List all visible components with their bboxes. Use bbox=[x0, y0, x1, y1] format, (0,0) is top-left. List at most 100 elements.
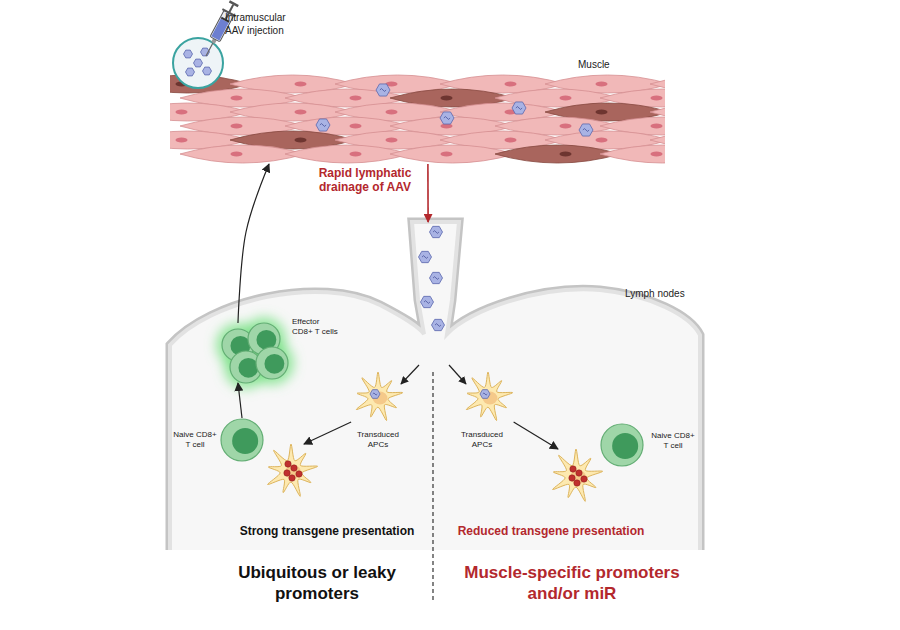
flow-arrow bbox=[304, 422, 351, 444]
t-cell bbox=[221, 419, 263, 461]
t-cell-membrane bbox=[601, 424, 643, 466]
node-shape bbox=[600, 423, 644, 467]
muscle-fibers bbox=[170, 75, 665, 163]
fiber-nucleus bbox=[505, 138, 517, 143]
aav-particle bbox=[316, 119, 330, 131]
node-label: Strong transgene presentation bbox=[217, 524, 437, 538]
aav-genome bbox=[373, 393, 378, 395]
aav-genome bbox=[444, 117, 450, 120]
antigen-dot bbox=[284, 470, 290, 476]
antigen-dot bbox=[569, 475, 575, 481]
node-shape bbox=[346, 372, 410, 422]
caption-label: Intramuscular AAV injection bbox=[225, 12, 291, 37]
caption-label: Muscle-specific promoters and/or miR bbox=[452, 562, 692, 605]
aav-particle bbox=[184, 50, 193, 58]
presenting-apc: Reduced transgene presentation bbox=[540, 449, 612, 503]
antigen-dot bbox=[576, 470, 582, 476]
flow-arrow bbox=[238, 164, 269, 323]
aav-particle bbox=[421, 296, 434, 307]
fiber-nucleus bbox=[295, 82, 307, 87]
flow-arrow bbox=[514, 422, 558, 449]
antigen-dot bbox=[289, 475, 295, 481]
aav-particle bbox=[432, 319, 445, 330]
fiber-nucleus bbox=[176, 138, 188, 143]
aav-genome bbox=[583, 129, 589, 132]
muscle-fiber bbox=[600, 145, 665, 163]
node-shape bbox=[218, 323, 292, 383]
aav-particle bbox=[419, 251, 432, 262]
fiber-nucleus bbox=[176, 110, 188, 115]
flow-arrow bbox=[427, 164, 429, 222]
fiber-nucleus bbox=[560, 124, 572, 129]
antigen-dot bbox=[296, 471, 302, 477]
dendritic-cell bbox=[553, 449, 603, 501]
fiber-nucleus bbox=[651, 96, 663, 101]
antigen-dot bbox=[285, 461, 291, 467]
lymph-fill bbox=[170, 222, 700, 550]
aav-particle bbox=[430, 272, 443, 283]
flow-arrow bbox=[238, 383, 242, 418]
naive-t-cell: Naive CD8+ T cell bbox=[600, 423, 644, 467]
fiber-nucleus bbox=[441, 96, 453, 101]
aav-genome bbox=[422, 256, 428, 259]
node-shape bbox=[456, 372, 520, 422]
dendritic-cell bbox=[356, 372, 402, 420]
fiber-nucleus bbox=[295, 110, 307, 115]
aav-genome bbox=[433, 277, 439, 280]
t-cell-nucleus bbox=[264, 354, 284, 374]
t-cell bbox=[601, 424, 643, 466]
aav-particle bbox=[194, 59, 203, 67]
lymph-node: Lymph nodesEffector CD8+ T cellsTransduc… bbox=[170, 222, 700, 550]
aav-particle bbox=[201, 48, 210, 56]
antigen-dot bbox=[574, 480, 580, 486]
aav-genome bbox=[483, 393, 488, 395]
aav-genome bbox=[380, 89, 386, 92]
fiber-nucleus bbox=[651, 152, 663, 157]
t-cell-nucleus bbox=[232, 428, 258, 454]
aav-particle bbox=[579, 124, 593, 136]
fiber-nucleus bbox=[386, 138, 398, 143]
t-cell-membrane bbox=[256, 347, 288, 379]
aav-particle bbox=[370, 390, 380, 399]
activation-glow bbox=[216, 317, 294, 389]
fiber-nucleus bbox=[350, 96, 362, 101]
aav-particle bbox=[480, 390, 490, 399]
edge-label: Rapid lymphatic drainage of AAV bbox=[312, 166, 418, 195]
apc-membrane bbox=[268, 444, 318, 496]
node-shape bbox=[255, 444, 327, 498]
fiber-nucleus bbox=[231, 152, 243, 157]
node-label: Effector CD8+ T cells bbox=[292, 317, 339, 336]
fiber-nucleus bbox=[596, 82, 608, 87]
fiber-nucleus bbox=[596, 138, 608, 143]
fiber-nucleus bbox=[350, 152, 362, 157]
antigen-dot bbox=[570, 466, 576, 472]
aav-particle bbox=[430, 226, 443, 237]
aav-particle bbox=[203, 67, 212, 75]
fiber-nucleus bbox=[386, 110, 398, 115]
aav-genome bbox=[424, 301, 430, 304]
aav-genome bbox=[516, 107, 522, 110]
node-shape bbox=[170, 72, 665, 164]
transduced-apc: Transduced APCs bbox=[456, 372, 520, 422]
fiber-nucleus bbox=[560, 96, 572, 101]
node-label: Transduced APCs bbox=[353, 430, 403, 449]
fiber-nucleus bbox=[295, 138, 307, 143]
fiber-nucleus bbox=[441, 152, 453, 157]
transduced-apc: Transduced APCs bbox=[346, 372, 410, 422]
effector-t-cells: Effector CD8+ T cells bbox=[218, 323, 292, 383]
t-cell-cluster bbox=[222, 323, 288, 383]
aav-genome bbox=[320, 124, 326, 127]
dendritic-cell bbox=[268, 444, 318, 496]
naive-t-cell: Naive CD8+ T cell bbox=[220, 418, 264, 462]
fiber-nucleus bbox=[560, 152, 572, 157]
apc-membrane bbox=[553, 449, 603, 501]
fiber-nucleus bbox=[350, 124, 362, 129]
presenting-apc: Strong transgene presentation bbox=[255, 444, 327, 498]
fiber-nucleus bbox=[231, 96, 243, 101]
lymph-outline bbox=[170, 222, 700, 550]
muscle-tissue: Muscle bbox=[170, 72, 665, 164]
aav-genome bbox=[433, 231, 439, 234]
t-cell-membrane bbox=[221, 419, 263, 461]
lymph-node-body bbox=[170, 222, 700, 550]
node-label: Lymph nodes bbox=[625, 288, 705, 300]
